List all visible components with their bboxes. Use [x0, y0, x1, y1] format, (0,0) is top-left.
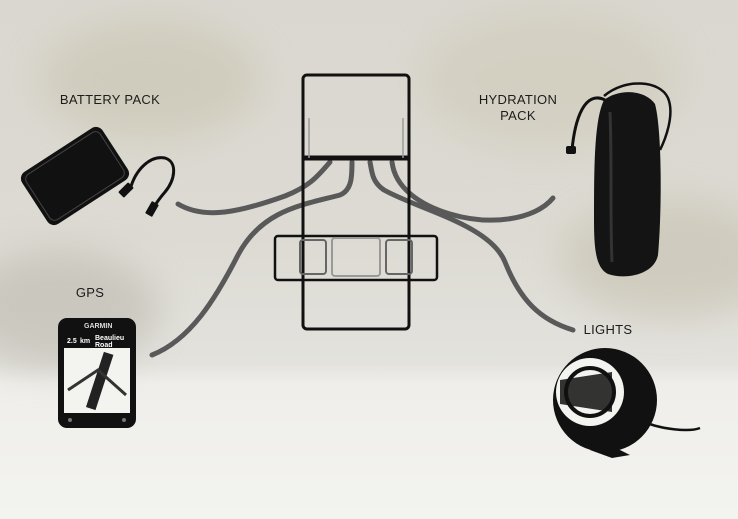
- hydration-bladder: [594, 92, 661, 277]
- gps-street-line1: Beaulieu: [95, 335, 124, 342]
- gps-device: GARMIN 2.5 km Beaulieu Road: [58, 318, 136, 428]
- hydration-cable: [389, 159, 556, 223]
- label-hydration-pack: HYDRATION PACK: [470, 92, 566, 124]
- cables: [149, 159, 576, 358]
- bike-light: [553, 348, 701, 458]
- light-mount: [590, 440, 630, 458]
- gps-cable: [149, 159, 355, 358]
- hydration-pack: [566, 82, 672, 277]
- label-battery-pack: BATTERY PACK: [59, 92, 161, 107]
- gps-button-left: [68, 418, 72, 422]
- battery-pack: [20, 126, 176, 226]
- frame-bag: [273, 73, 439, 331]
- strap-buckle-right: [385, 239, 413, 275]
- battery-usb-cable: [128, 156, 176, 211]
- gps-map-branch: [67, 368, 127, 397]
- background-blur: [40, 20, 260, 140]
- strap-buckle-left: [299, 239, 327, 275]
- usb-plug-1: [118, 182, 134, 198]
- battery-cable: [175, 159, 333, 216]
- gps-button-right: [122, 418, 126, 422]
- gps-street-line2: Road: [95, 342, 113, 349]
- label-gps: GPS: [75, 285, 105, 300]
- usb-plug-2: [145, 201, 159, 217]
- strap-buckle-center: [331, 237, 381, 277]
- hydration-tube: [570, 96, 606, 151]
- bag-body: [301, 73, 411, 331]
- hydration-loop: [603, 82, 672, 151]
- gps-unit: km: [80, 338, 90, 345]
- bag-strap: [273, 234, 439, 282]
- label-lights: LIGHTS: [583, 322, 633, 337]
- battery-body: [20, 126, 130, 226]
- hydration-bite-valve: [566, 146, 576, 154]
- label-hydration-line2: PACK: [500, 108, 536, 123]
- gps-brand: GARMIN: [84, 323, 112, 330]
- gps-header-bar: [64, 333, 130, 348]
- label-hydration-line1: HYDRATION: [478, 92, 558, 107]
- battery-edge: [25, 131, 125, 221]
- light-shade: [560, 372, 612, 412]
- hydration-highlight: [608, 111, 614, 263]
- gps-distance: 2.5: [67, 338, 77, 345]
- gps-map-road: [85, 351, 114, 411]
- lights-cable: [367, 159, 576, 333]
